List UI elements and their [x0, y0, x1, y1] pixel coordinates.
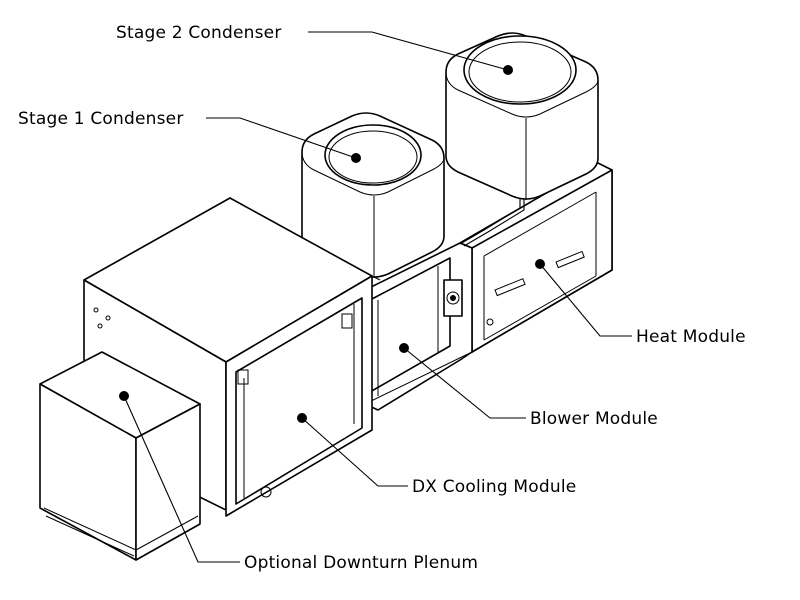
leader-blower: [399, 343, 526, 419]
leader-plenum: [119, 391, 240, 563]
label-stage-1-condenser: Stage 1 Condenser: [18, 109, 184, 129]
label-dx-cooling-module: DX Cooling Module: [412, 477, 576, 497]
label-stage-2-condenser: Stage 2 Condenser: [116, 23, 282, 43]
leader-dx: [297, 413, 408, 487]
stage-2-condenser-drawing: [445, 32, 599, 200]
leader-stage-1: [206, 117, 361, 163]
label-optional-downturn-plenum: Optional Downturn Plenum: [244, 553, 478, 573]
optional-downturn-plenum-drawing: [39, 351, 201, 561]
leader-heat: [535, 259, 632, 337]
label-blower-module: Blower Module: [530, 409, 658, 429]
leader-stage-2: [308, 31, 513, 75]
label-heat-module: Heat Module: [636, 327, 746, 347]
stage-1-condenser-drawing: [301, 112, 445, 278]
blower-module-drawing: [364, 242, 473, 411]
